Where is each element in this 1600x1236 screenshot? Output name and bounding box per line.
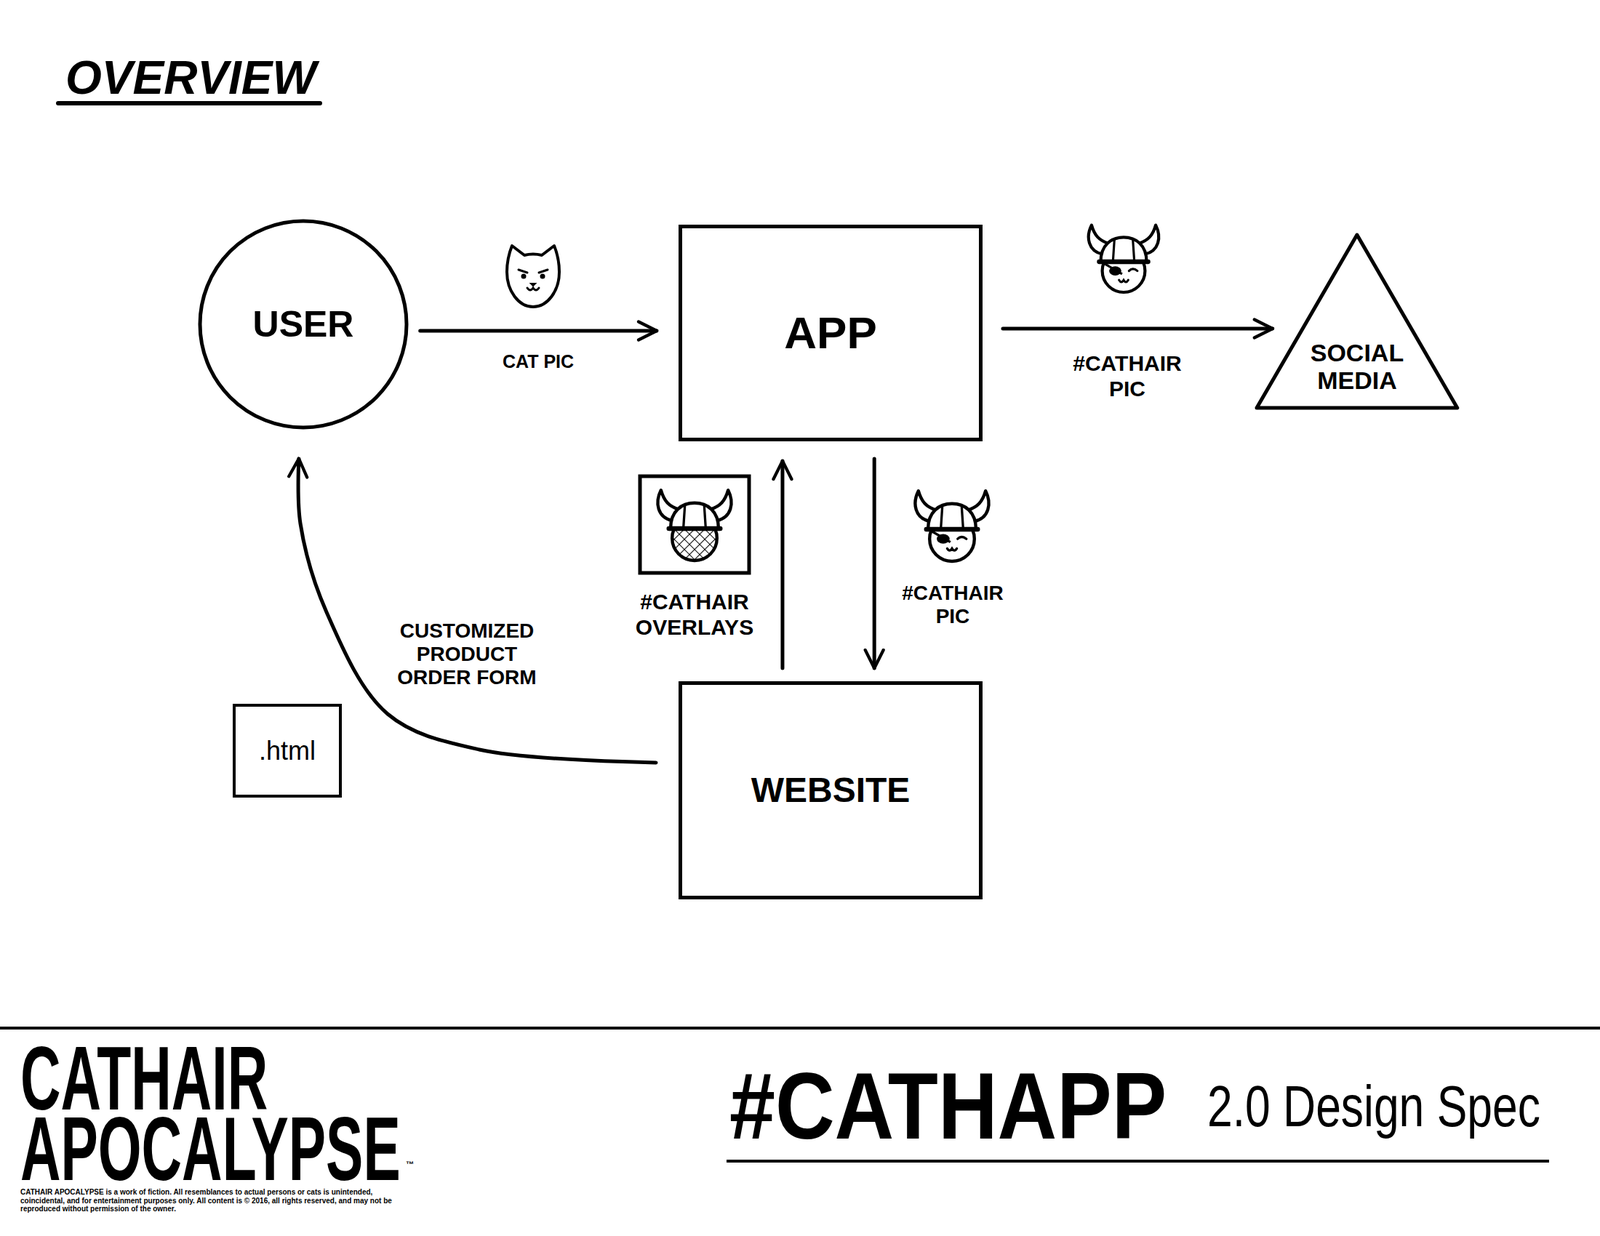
brand-logo: CATHAIR APOCALYPSE (20, 1043, 273, 1184)
title-underline (58, 101, 320, 106)
user-circle: USER (197, 218, 409, 430)
spec-underline (726, 1160, 1550, 1163)
node-label: .html (258, 736, 316, 766)
viking-cat-icon (1088, 225, 1159, 293)
flow-arrow (780, 461, 784, 669)
node-label: APP (784, 308, 877, 358)
cat-icon (506, 245, 560, 307)
triangle-outline (1256, 234, 1458, 408)
node-label: USER (253, 304, 355, 345)
file-box: .html (232, 704, 342, 798)
trademark-mark: ™ (405, 1160, 414, 1169)
footer-rule (0, 1026, 1600, 1030)
disclaimer-text: CATHAIR APOCALYPSE is a work of fiction.… (20, 1188, 406, 1214)
flow-arrow (420, 328, 657, 333)
social-media-triangle: SOCIAL MEDIA (1254, 232, 1460, 411)
edge-label: #CATHAIR PIC (1065, 351, 1190, 402)
spec-subtitle: 2.0 Design Spec (1207, 1077, 1541, 1136)
edge-label: #CATHAIR OVERLAYS (627, 589, 763, 640)
edge-label: CAT PIC (480, 351, 597, 373)
website-box: WEBSITE (678, 681, 983, 900)
overlay-icon (640, 476, 750, 574)
node-label: WEBSITE (751, 771, 911, 811)
node-label: SOCIAL MEDIA (1302, 339, 1412, 395)
edge-label: CUSTOMIZED PRODUCT ORDER FORM (389, 619, 546, 691)
circle-outline (200, 221, 407, 428)
edge-label: #CATHAIR PIC (894, 581, 1011, 629)
flow-arrow (298, 458, 656, 763)
diagram-title: OVERVIEW (65, 54, 317, 102)
flow-arrow (872, 458, 877, 669)
app-box: APP (678, 224, 983, 442)
product-logo: #CATHAPP (729, 1058, 1167, 1154)
viking-cat-icon (914, 490, 989, 562)
flow-arrow (1002, 327, 1273, 331)
